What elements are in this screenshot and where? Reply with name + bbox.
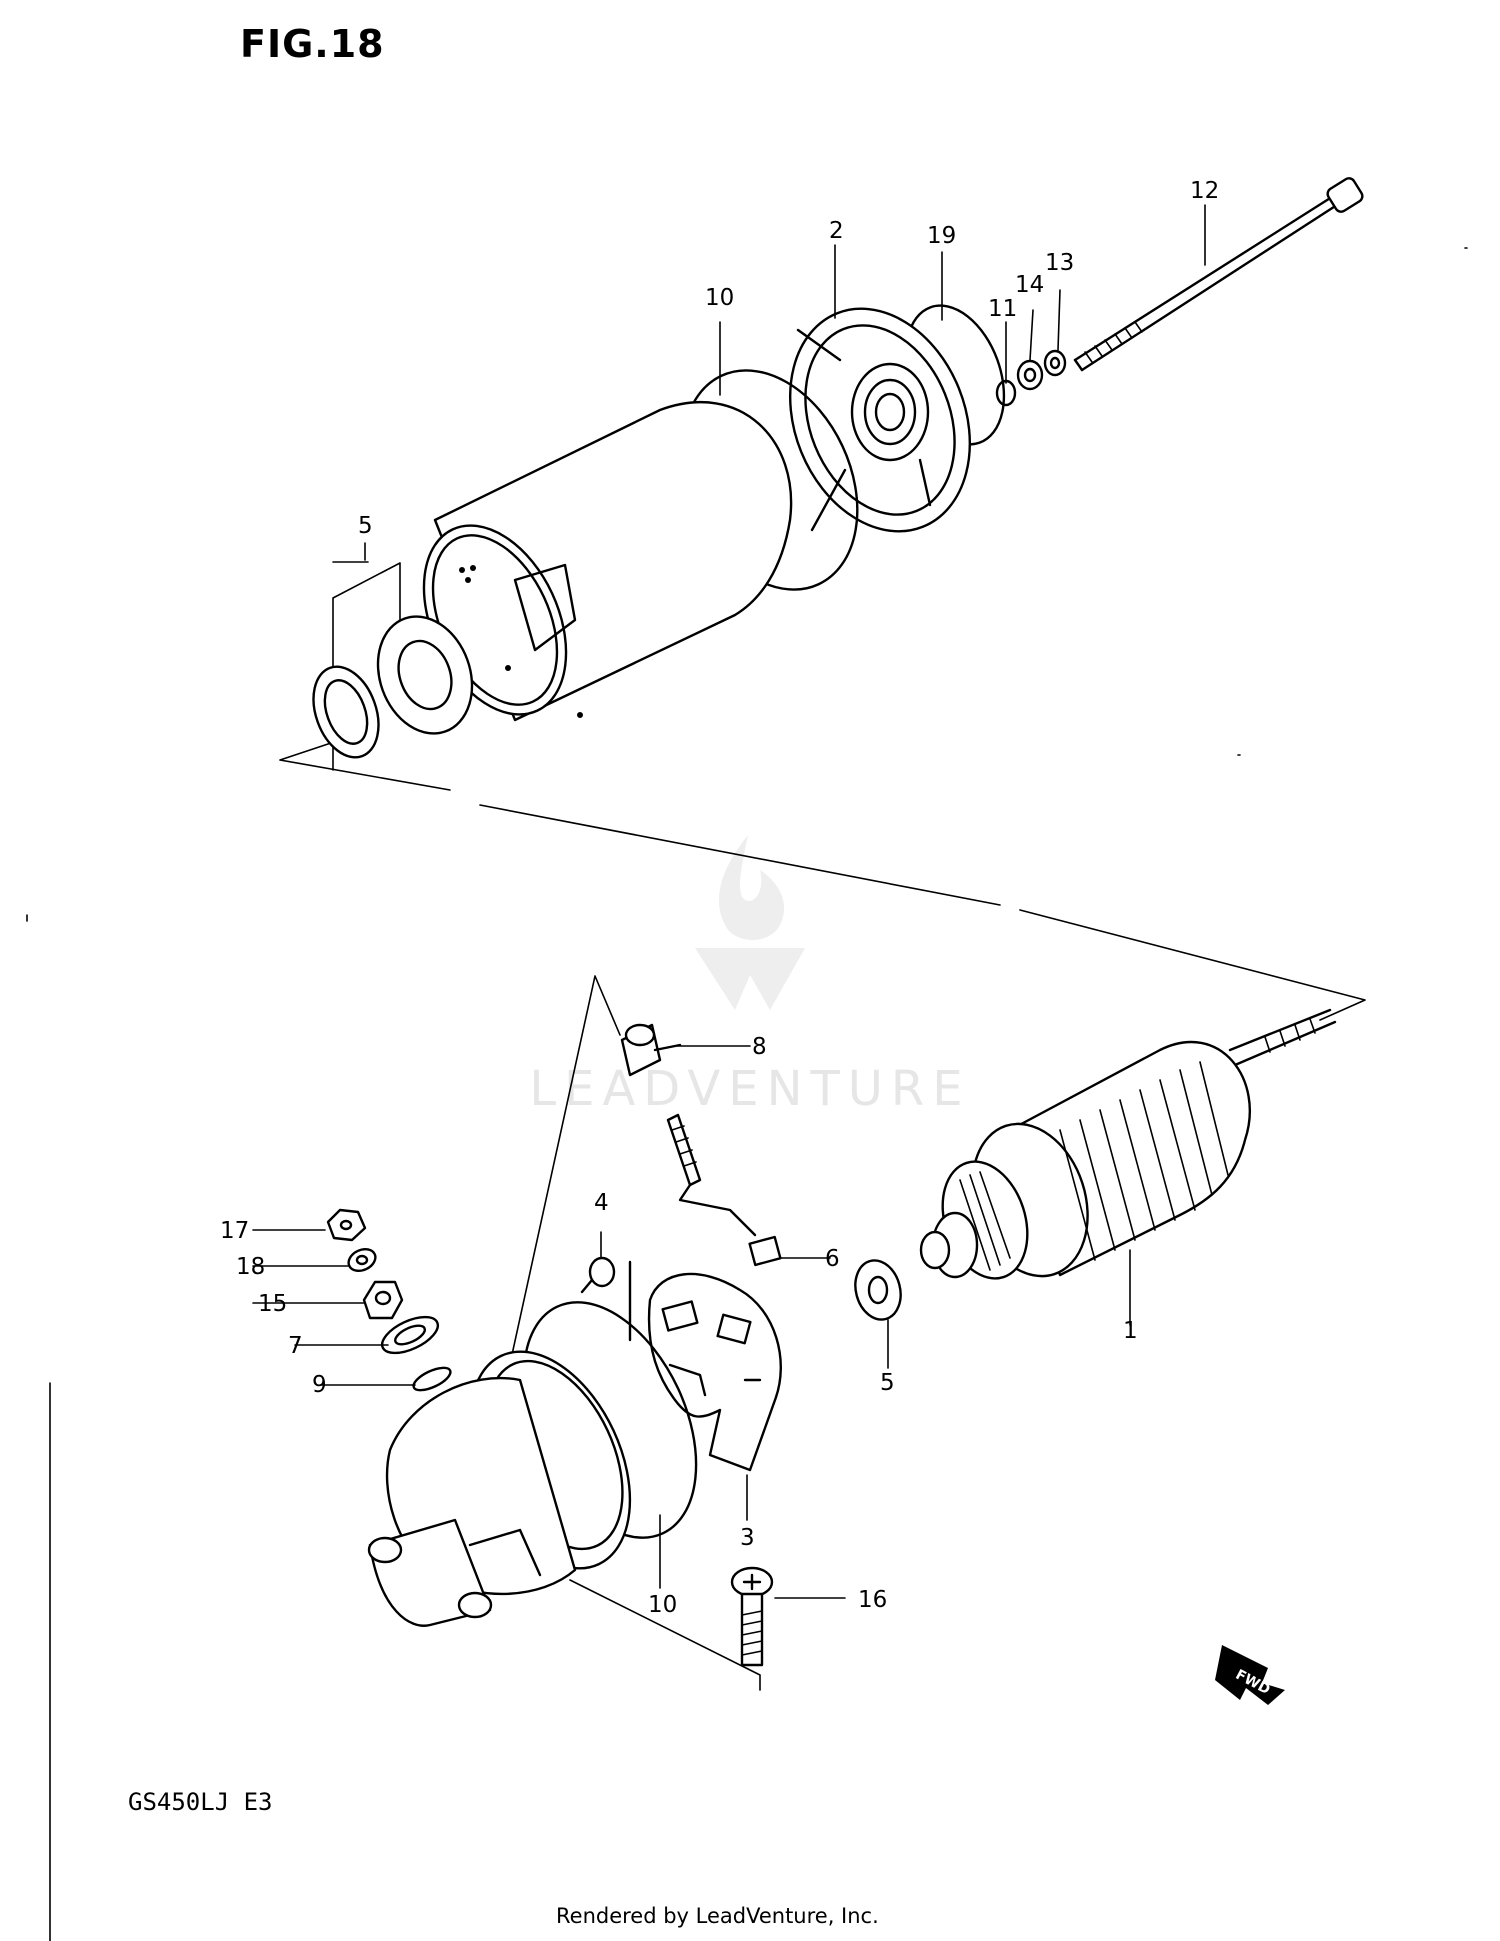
callout-10-lower: 10 xyxy=(648,1592,677,1618)
watermark-v-icon xyxy=(695,948,805,1010)
washer-5-upper-a xyxy=(376,615,474,735)
callout-10-upper: 10 xyxy=(705,285,734,311)
callout-16: 16 xyxy=(858,1587,887,1613)
brush-holder-3 xyxy=(647,1272,782,1472)
washer-5-upper-b xyxy=(312,665,380,759)
figure-title: FIG.18 xyxy=(240,22,385,66)
nut-15 xyxy=(362,1280,404,1320)
guide-line-top xyxy=(279,734,1366,1021)
callout-5-upper: 5 xyxy=(358,513,373,539)
nut-17 xyxy=(326,1208,367,1242)
callout-11: 11 xyxy=(988,296,1017,322)
callout-15: 15 xyxy=(258,1291,287,1317)
washer-5-lower xyxy=(854,1259,902,1321)
callouts: 12 2 19 13 14 11 10 5 8 4 6 17 18 15 7 9… xyxy=(220,178,1219,1618)
callout-18: 18 xyxy=(236,1254,265,1280)
scan-specks xyxy=(26,247,1468,1941)
terminal-8 xyxy=(620,1023,682,1077)
callout-7: 7 xyxy=(288,1333,303,1359)
washer-11 xyxy=(995,379,1017,407)
callout-1: 1 xyxy=(1123,1318,1138,1344)
leader-lines xyxy=(252,204,1206,1599)
watermark-text: LEADVENTURE xyxy=(529,1061,970,1117)
washer-18 xyxy=(347,1247,377,1273)
callout-12: 12 xyxy=(1190,178,1219,204)
washer-14 xyxy=(1016,359,1044,391)
callout-9: 9 xyxy=(312,1372,327,1398)
ring-9 xyxy=(412,1366,452,1392)
brush-spring-4 xyxy=(580,1256,632,1342)
brush-terminal-6 xyxy=(666,1113,782,1267)
callout-13: 13 xyxy=(1045,250,1074,276)
model-code: GS450LJ E3 xyxy=(128,1788,273,1816)
callout-2: 2 xyxy=(829,218,844,244)
screw-16 xyxy=(730,1566,774,1667)
guide-line-bottom xyxy=(569,1579,761,1691)
watermark-flame-icon xyxy=(718,835,785,940)
callout-5-lower: 5 xyxy=(880,1370,895,1396)
rear-housing xyxy=(367,1350,632,1627)
washer-13 xyxy=(1043,349,1067,377)
callout-3: 3 xyxy=(740,1525,755,1551)
armature-1 xyxy=(919,1008,1337,1280)
callout-19: 19 xyxy=(927,223,956,249)
through-bolt-12 xyxy=(1073,177,1364,372)
footer-credit: Rendered by LeadVenture, Inc. xyxy=(556,1904,879,1928)
callout-17: 17 xyxy=(220,1218,249,1244)
end-cover-2 xyxy=(788,307,972,533)
washer-7 xyxy=(380,1315,440,1355)
callout-14: 14 xyxy=(1015,272,1044,298)
callout-6: 6 xyxy=(825,1246,840,1272)
fwd-direction-tag: FWD xyxy=(1215,1645,1285,1705)
callout-4: 4 xyxy=(594,1190,609,1216)
callout-8: 8 xyxy=(752,1034,767,1060)
watermark: LEADVENTURE xyxy=(529,835,970,1117)
